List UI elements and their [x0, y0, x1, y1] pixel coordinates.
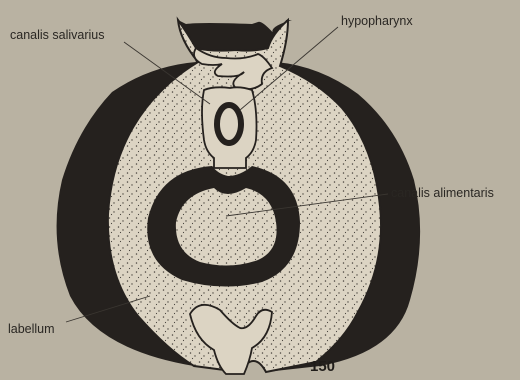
label-labellum: labellum [8, 322, 55, 336]
label-canalis-salivarius: canalis salivarius [10, 28, 104, 42]
label-canalis-alimentaris: canalis alimentaris [391, 186, 494, 200]
figure-number: 150 [310, 358, 335, 375]
label-hypopharynx: hypopharynx [341, 14, 413, 28]
